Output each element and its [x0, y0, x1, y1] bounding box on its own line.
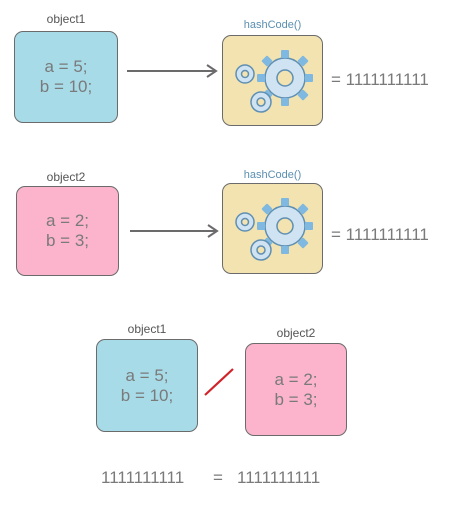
compare-object1-field-b: b = 10;: [120, 385, 174, 405]
compare-object2-label: object2: [276, 326, 316, 340]
hashcode-label-2: hashCode(): [243, 169, 302, 181]
arrow-right-icon: [127, 64, 218, 78]
compare-object2-field-b: b = 3;: [274, 389, 318, 409]
equation-right: 1111111111: [237, 468, 321, 487]
object1-label: object1: [46, 12, 86, 26]
object2-box: a = 2; b = 3;: [16, 186, 119, 276]
hash-result-2: = 1111111111: [331, 225, 429, 244]
object2-label: object2: [46, 170, 86, 184]
object1-field-b: b = 10;: [39, 77, 93, 96]
hash-result-1: = 1111111111: [331, 70, 429, 89]
object1-box: a = 5; b = 10;: [14, 31, 118, 123]
object1-field-a: a = 5;: [44, 57, 88, 76]
equation-operator: =: [213, 468, 223, 487]
arrow-right-icon: [130, 224, 219, 238]
hashcode-function-box-1: [222, 35, 323, 126]
hashcode-function-box-2: [222, 183, 323, 274]
compare-object2-field-a: a = 2;: [274, 369, 318, 389]
object2-field-b: b = 3;: [45, 231, 89, 250]
compare-object1-label: object1: [127, 322, 167, 336]
gears-icon: [235, 50, 313, 113]
not-equal-slash-icon: [204, 368, 234, 396]
hashcode-label-1: hashCode(): [243, 19, 302, 31]
object2-field-a: a = 2;: [45, 211, 89, 230]
compare-object2-box: a = 2; b = 3;: [245, 343, 347, 436]
compare-object1-field-a: a = 5;: [125, 365, 169, 385]
equation-left: 1111111111: [101, 468, 185, 487]
compare-object1-box: a = 5; b = 10;: [96, 339, 198, 432]
gears-icon: [235, 198, 313, 261]
